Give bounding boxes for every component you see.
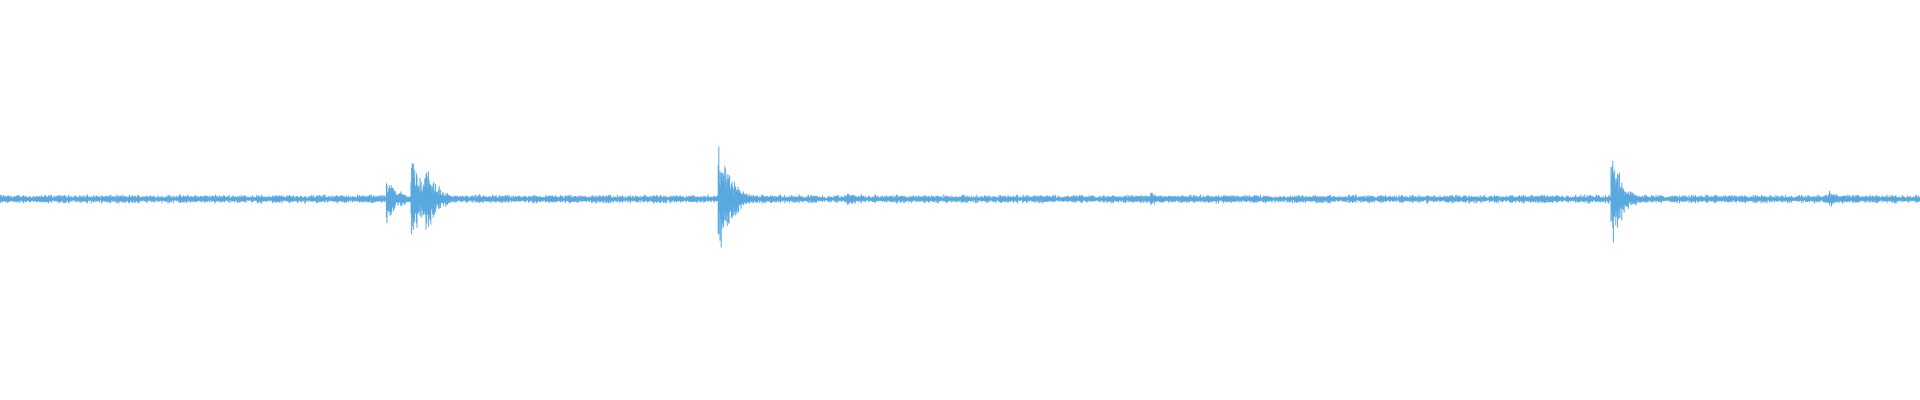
waveform-trace: [0, 146, 1920, 248]
